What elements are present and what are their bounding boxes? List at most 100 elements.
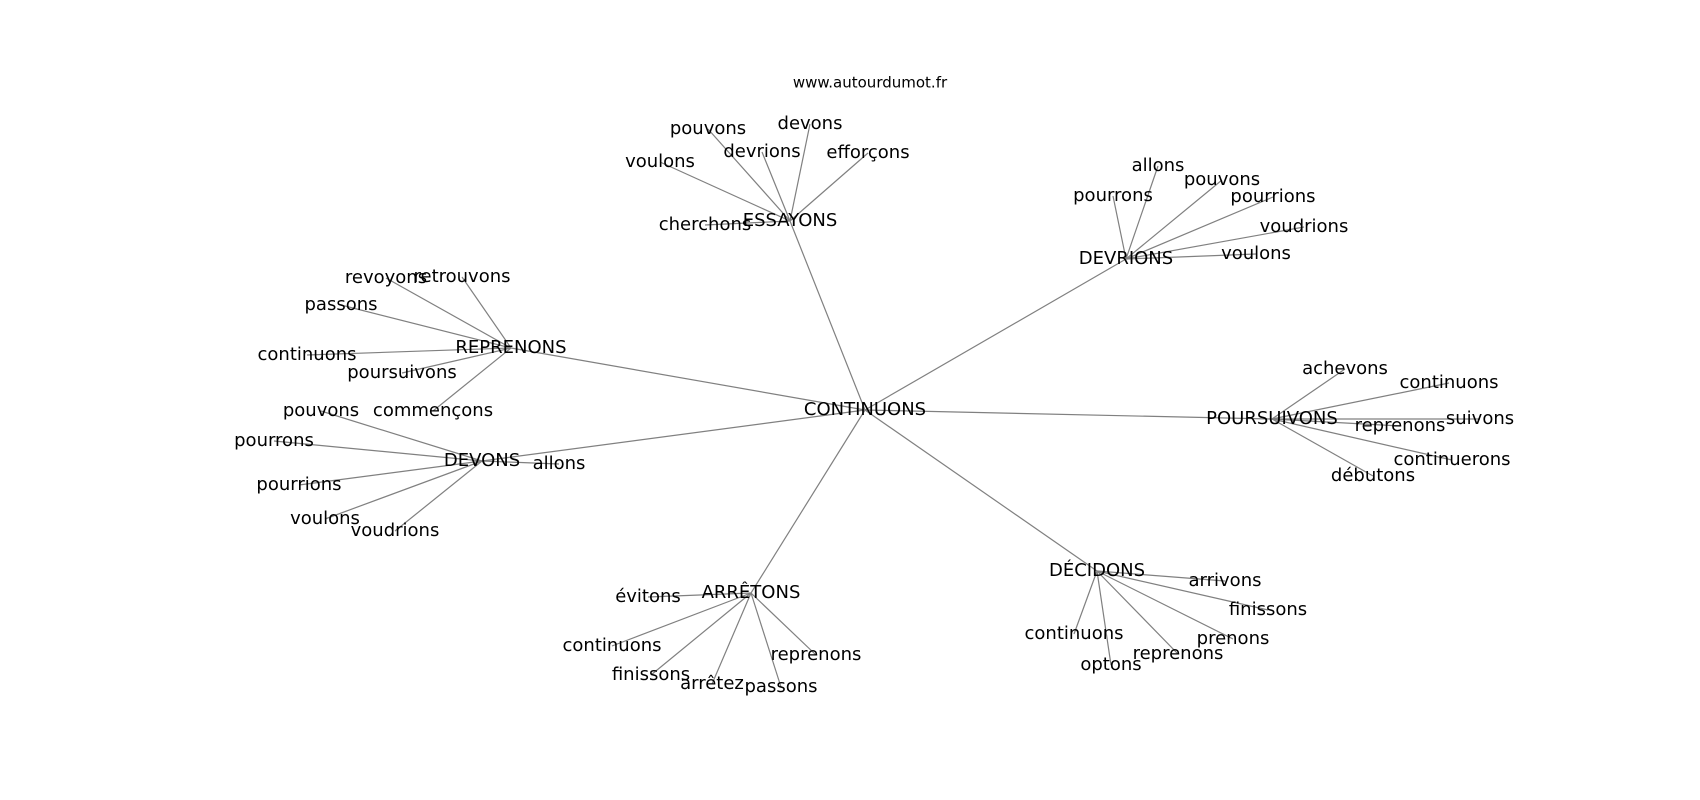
word-node: commençons xyxy=(373,400,493,421)
hub-node: DÉCIDONS xyxy=(1049,559,1145,581)
word-node: reprenons xyxy=(771,644,862,665)
hub-node: DEVRIONS xyxy=(1079,248,1173,269)
site-credit: www.autourdumot.fr xyxy=(793,74,948,92)
word-node: reprenons xyxy=(1133,643,1224,664)
edge-hub-word xyxy=(1096,570,1226,582)
word-node: retrouvons xyxy=(413,266,510,287)
edge-hub-word xyxy=(1271,418,1374,477)
hub-node: ARRÊTONS xyxy=(702,581,801,603)
word-node: pourrons xyxy=(234,430,314,451)
word-node: continuons xyxy=(1400,372,1499,393)
word-node: revoyons xyxy=(345,267,427,288)
edge-hub-word xyxy=(659,161,791,222)
word-node: pourrons xyxy=(1073,185,1153,206)
edge-hub-word xyxy=(1073,570,1098,635)
edge-hub-word xyxy=(761,151,791,222)
hub-node: ESSAYONS xyxy=(743,210,838,231)
word-node: pouvons xyxy=(283,400,359,421)
word-node: continuons xyxy=(1025,623,1124,644)
word-node: pourrions xyxy=(256,474,341,495)
edge-hub-word xyxy=(432,347,512,412)
edge-hub-word xyxy=(1125,179,1223,260)
edge-hub-word xyxy=(401,347,512,374)
word-node: continuons xyxy=(563,635,662,656)
edge-hub-word xyxy=(1096,570,1179,655)
hub-node: POURSUIVONS xyxy=(1206,408,1338,429)
word-node: arrêtez xyxy=(680,673,744,694)
hub-node: REPRENONS xyxy=(455,337,566,358)
word-node: évitons xyxy=(615,586,681,607)
edge-hub-word xyxy=(320,410,483,462)
word-node: finissons xyxy=(612,664,690,685)
edge-center-hub xyxy=(864,258,1127,411)
edge-hub-word xyxy=(789,123,811,222)
edge-hub-word xyxy=(611,592,752,647)
edge-hub-word xyxy=(461,276,512,349)
word-node: finissons xyxy=(1229,599,1307,620)
edges-layer xyxy=(273,123,1480,688)
edge-hub-word xyxy=(1125,253,1257,260)
edge-hub-word xyxy=(1271,418,1401,427)
edge-center-hub xyxy=(481,409,866,462)
edge-hub-word xyxy=(1125,165,1159,260)
word-node: pouvons xyxy=(1184,169,1260,190)
edge-hub-word xyxy=(1096,570,1112,666)
word-node: allons xyxy=(1132,155,1185,176)
edge-hub-word xyxy=(789,152,869,222)
edge-center-hub xyxy=(510,347,866,411)
edge-hub-word xyxy=(647,592,752,598)
edge-hub-word xyxy=(1271,418,1453,461)
word-node: optons xyxy=(1080,654,1141,675)
edge-hub-word xyxy=(481,460,560,465)
word-node: passons xyxy=(304,294,377,315)
word-node: débutons xyxy=(1331,465,1415,486)
word-node: prenons xyxy=(1197,628,1270,649)
edge-hub-word xyxy=(1096,570,1234,640)
edge-center-hub xyxy=(789,220,866,411)
word-node: efforçons xyxy=(826,142,909,163)
edge-hub-word xyxy=(306,347,512,356)
edge-hub-word xyxy=(650,592,752,676)
edge-center-hub xyxy=(750,409,866,594)
word-node: passons xyxy=(744,676,817,697)
word-node: voulons xyxy=(625,151,695,172)
edge-hub-word xyxy=(1125,226,1305,260)
word-node: poursuivons xyxy=(347,362,457,383)
word-node: allons xyxy=(533,453,586,474)
word-node: devons xyxy=(778,113,843,134)
word-node: cherchons xyxy=(659,214,752,235)
word-node: achevons xyxy=(1302,358,1388,379)
edge-hub-word xyxy=(394,460,483,532)
edge-hub-word xyxy=(1271,368,1346,420)
edge-center-hub xyxy=(864,409,1273,420)
labels-layer: CONTINUONS ESSAYONS pouvons devons voulons de… xyxy=(234,113,1514,697)
word-node: pouvons xyxy=(670,118,746,139)
edge-hub-word xyxy=(1096,570,1269,611)
word-node: voudrions xyxy=(1260,216,1349,237)
edge-hub-word xyxy=(1271,382,1450,420)
edge-hub-word xyxy=(385,277,512,349)
edge-hub-word xyxy=(273,440,483,462)
hub-node: DEVONS xyxy=(444,450,520,471)
edge-hub-word xyxy=(340,304,512,349)
center-node: CONTINUONS xyxy=(804,399,926,420)
word-node: pourrions xyxy=(1230,186,1315,207)
edge-hub-word xyxy=(1112,195,1127,260)
word-node: voulons xyxy=(290,508,360,529)
edge-center-hub xyxy=(864,409,1098,572)
edge-hub-word xyxy=(750,592,782,688)
edge-hub-word xyxy=(750,592,817,656)
word-node: arrivons xyxy=(1189,570,1262,591)
edge-hub-word xyxy=(1125,196,1274,260)
word-node: devrions xyxy=(723,141,800,162)
word-node: voudrions xyxy=(351,520,440,541)
edge-hub-word xyxy=(324,460,483,520)
word-node: suivons xyxy=(1446,408,1514,429)
word-node: voulons xyxy=(1221,243,1291,264)
word-node: continuons xyxy=(258,344,357,365)
edge-hub-word xyxy=(704,220,791,226)
edge-hub-word xyxy=(707,128,791,222)
word-node: reprenons xyxy=(1355,415,1446,436)
edge-hub-word xyxy=(711,592,752,685)
